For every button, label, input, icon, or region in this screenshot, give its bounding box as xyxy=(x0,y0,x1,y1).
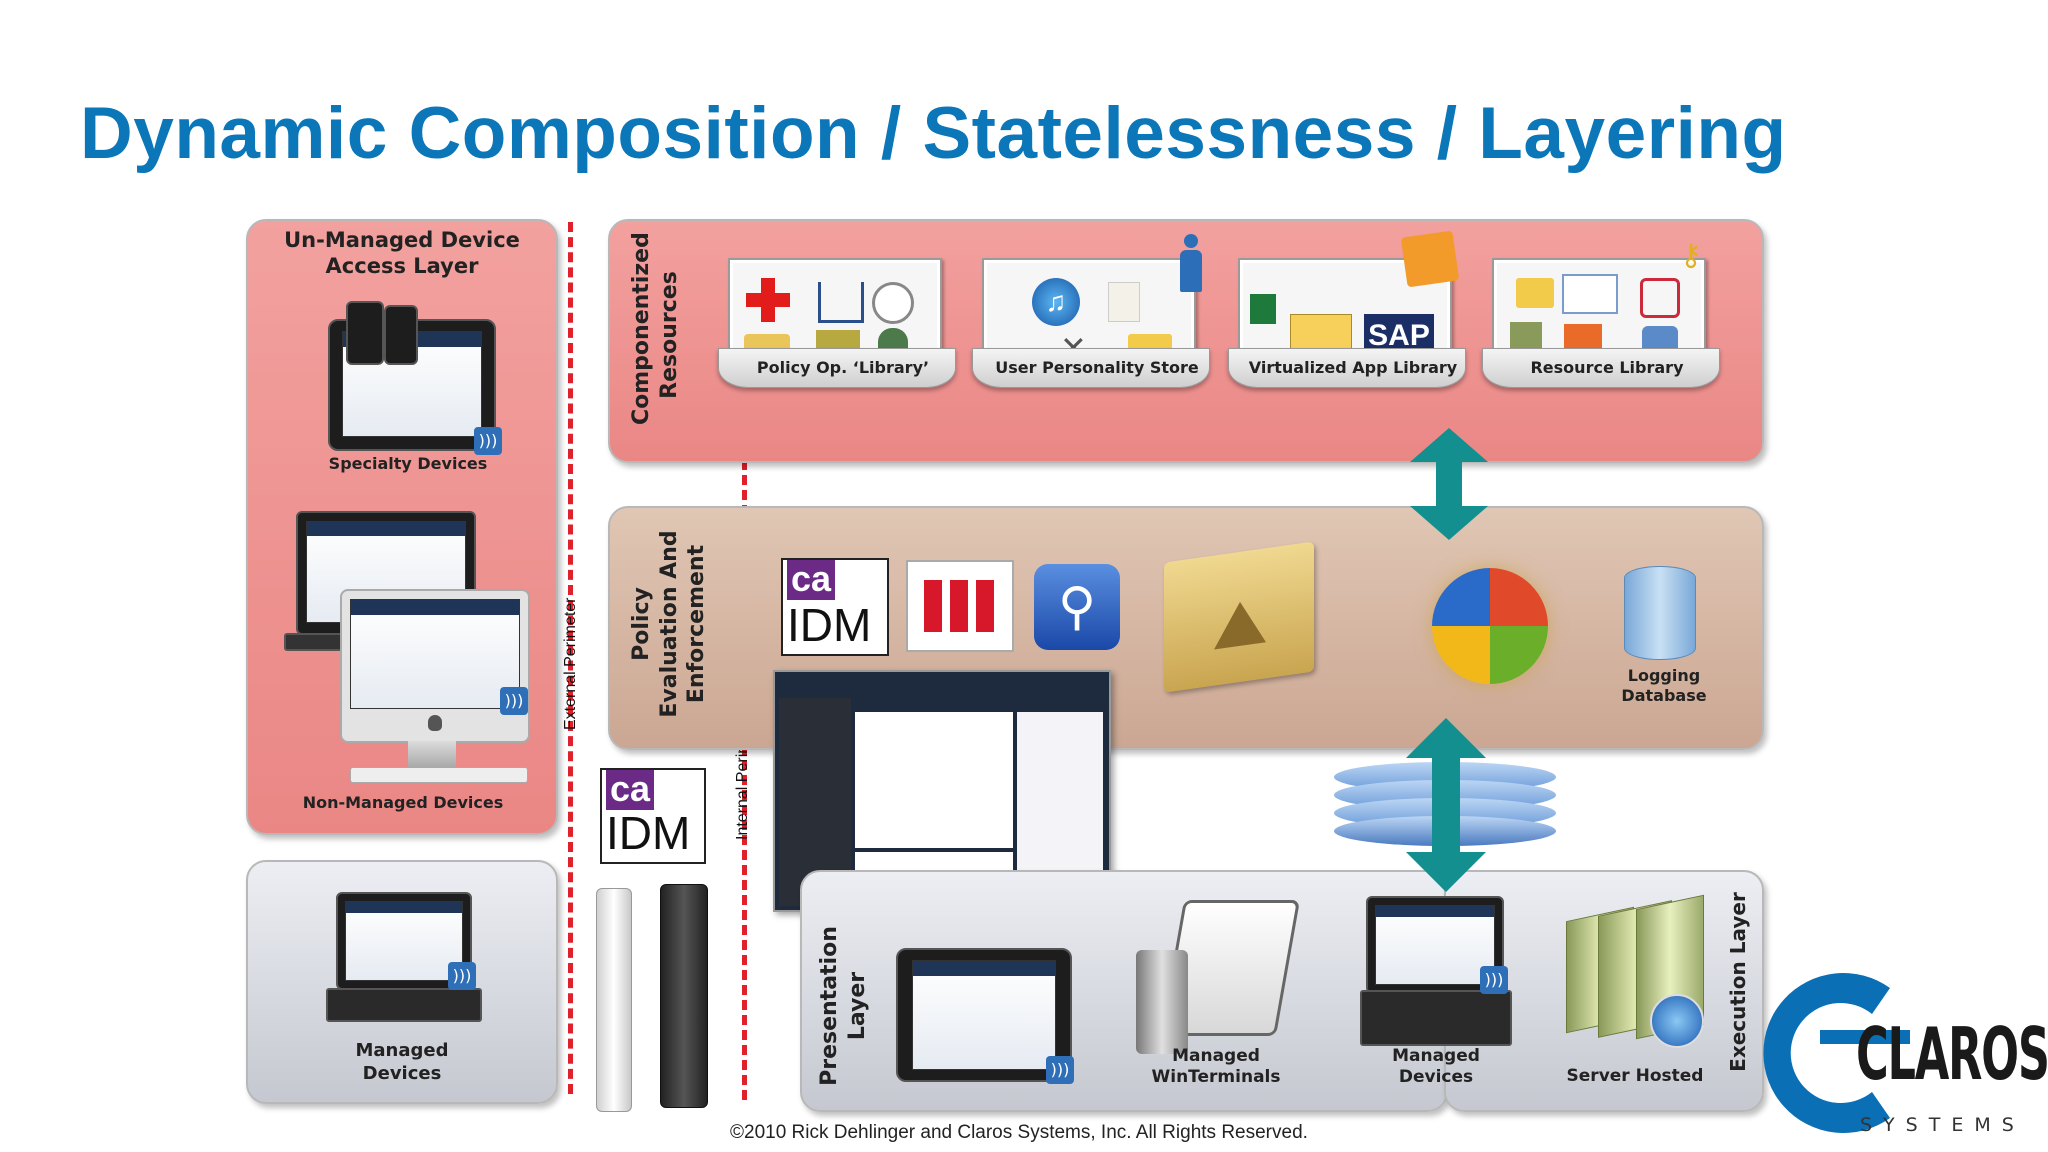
clock-icon xyxy=(872,282,914,324)
org-chart-icon xyxy=(818,282,864,323)
managed-devices-label: Managed Devices xyxy=(1392,1046,1480,1088)
folder-icon xyxy=(1516,278,1554,308)
key-icon: ⚲ xyxy=(1034,564,1120,650)
bars-logo xyxy=(906,560,1014,652)
policy-library-label: Policy Op. ‘Library’ xyxy=(756,358,930,377)
winterminals-label: Managed WinTerminals xyxy=(1151,1046,1281,1088)
imac-icon xyxy=(340,589,530,743)
internal-perimeter-line xyxy=(742,460,747,1100)
presentation-layer-label: Presentation Layer xyxy=(817,926,870,1086)
user-personality-label: User Personality Store xyxy=(995,358,1199,377)
smartphone-icon xyxy=(346,301,384,365)
wireless-icon: ))) xyxy=(474,427,502,455)
ca-idm-logo: ca IDM xyxy=(600,768,706,864)
music-icon: ♫ xyxy=(1032,278,1080,326)
folder-icon xyxy=(1164,541,1314,693)
imac-stand xyxy=(408,741,456,767)
ca-logo-text: ca xyxy=(787,560,835,600)
virtualized-app-label: Virtualized App Library xyxy=(1248,358,1458,377)
virtualized-app-cabinet: SAP Virtualized App Library xyxy=(1228,258,1468,388)
appliance-icon xyxy=(596,888,632,1112)
user-personality-cabinet: ♫ ✕ User Personality Store xyxy=(972,258,1212,388)
keyboard-icon xyxy=(350,767,528,783)
external-perimeter-label: External Perimeter xyxy=(562,597,579,731)
laptop-keyboard xyxy=(326,988,482,1022)
appliance-icon xyxy=(660,884,708,1108)
database-icon xyxy=(1624,566,1696,660)
wireless-icon: ))) xyxy=(1046,1056,1074,1084)
wireless-icon: ))) xyxy=(448,962,476,990)
copyright-text: ©2010 Rick Dehlinger and Claros Systems,… xyxy=(730,1122,1308,1143)
nonmanaged-devices-label: Non-Managed Devices xyxy=(302,793,504,812)
claros-logo-text: CLAROS xyxy=(1856,1012,2048,1096)
idm-logo-text: IDM xyxy=(606,807,691,859)
policy-library-cabinet: Policy Op. ‘Library’ xyxy=(718,258,958,388)
tools-icon xyxy=(1640,278,1680,318)
specialty-devices-label: Specialty Devices xyxy=(328,454,488,473)
resource-library-cabinet: Resource Library xyxy=(1482,258,1722,388)
unmanaged-panel-title: Un-Managed Device Access Layer xyxy=(284,228,520,279)
wireless-icon: ))) xyxy=(1480,966,1508,994)
ca-idm-logo: ca IDM xyxy=(781,558,889,656)
wireless-icon: ))) xyxy=(500,687,528,715)
laptop-keyboard xyxy=(1360,990,1512,1046)
policy-evaluation-label: Policy Evaluation And Enforcement xyxy=(629,530,709,718)
thin-client-box-icon xyxy=(1136,950,1188,1054)
window-icon xyxy=(1562,274,1618,314)
external-perimeter-line xyxy=(568,222,573,1094)
package-icon xyxy=(1400,230,1460,288)
tablet-icon xyxy=(896,948,1072,1082)
managed-devices-label-left: Managed Devices xyxy=(355,1040,449,1084)
claros-logo-icon xyxy=(1763,973,1910,1133)
componentized-resources-label: Componentized Resources xyxy=(629,232,682,425)
smartphone-icon xyxy=(384,305,418,365)
execution-layer-label: Execution Layer xyxy=(1726,892,1750,1072)
page-title: Dynamic Composition / Statelessness / La… xyxy=(80,93,1787,174)
double-arrow-upper xyxy=(1410,428,1488,540)
ca-logo-text: ca xyxy=(606,770,654,810)
user-figure-icon xyxy=(1178,234,1204,294)
claros-logo-subtext: SYSTEMS xyxy=(1860,1114,2025,1136)
laptop-icon xyxy=(1366,896,1504,994)
key-icon: ⚷ xyxy=(1680,239,1702,272)
managed-devices-panel: ))) Managed Devices xyxy=(246,860,558,1104)
server-hosted-label: Server Hosted xyxy=(1566,1066,1704,1086)
double-arrow-lower xyxy=(1406,718,1486,892)
excel-icon xyxy=(1250,294,1276,324)
windows-logo-icon xyxy=(1432,568,1548,684)
globe-icon xyxy=(1650,994,1704,1048)
red-cross-icon xyxy=(746,278,790,322)
unmanaged-device-panel: Un-Managed Device Access Layer ))) Speci… xyxy=(246,219,558,835)
document-icon xyxy=(1108,282,1140,322)
resource-library-label: Resource Library xyxy=(1530,358,1684,377)
logging-database-label: Logging Database xyxy=(1621,666,1707,705)
idm-logo-text: IDM xyxy=(787,599,872,651)
